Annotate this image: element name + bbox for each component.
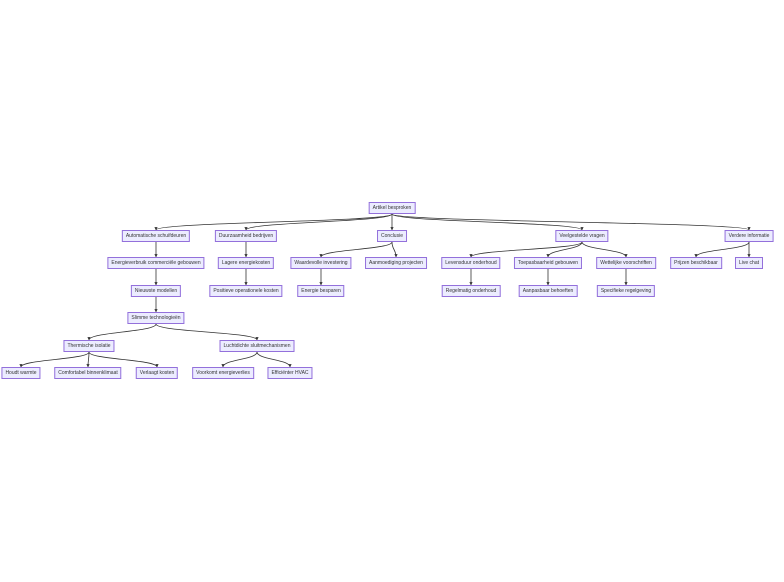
edge-root-to-d xyxy=(391,213,584,231)
node-conclusie: Conclusie xyxy=(377,230,407,242)
node-verlaagt-kosten: Verlaagt kosten xyxy=(135,367,179,379)
edge-d-to-d2 xyxy=(546,241,583,258)
node-nieuwste-modellen: Nieuwste modellen xyxy=(130,285,182,297)
node-lagere-energiekosten: Lagere energiekosten xyxy=(217,257,275,269)
node-specifieke-regelgeving: Specifieke regelgeving xyxy=(596,285,656,297)
node-automatische-schuifdeuren: Automatische schuifdeuren xyxy=(121,230,191,242)
edge-c-to-c1 xyxy=(319,241,393,258)
edge-root-to-e xyxy=(391,213,751,231)
edge-root-to-b xyxy=(244,213,393,231)
node-aanmoediging-projecten: Aanmoediging projecten xyxy=(365,257,427,269)
node-waardevolle-investering: Waardevolle investering xyxy=(290,257,352,269)
edge-t1-to-t1b xyxy=(86,351,90,368)
node-energie-besparen: Energie besparen xyxy=(297,285,345,297)
edge-t1-to-t1c xyxy=(88,351,159,368)
node-thermische-isolatie: Thermische isolatie xyxy=(63,340,115,352)
node-levensduur-onderhoud: Levensduur onderhoud xyxy=(441,257,501,269)
node-voorkomt-energieverlies: Voorkomt energieverlies xyxy=(192,367,254,379)
node-houdt-warmte: Houdt warmte xyxy=(1,367,41,379)
edge-t2-to-t2a xyxy=(221,351,258,368)
node-positieve-operationele-kosten: Positieve operationele kosten xyxy=(209,285,283,297)
node-toepasbaarheid-gebouwen: Toepasbaarheid gebouwen xyxy=(513,257,583,269)
node-energieverbruik: Energieverbruik commerciële gebouwen xyxy=(107,257,205,269)
node-live-chat: Live chat xyxy=(734,257,764,269)
node-aanpasbaar-behoeften: Aanpasbaar behoeften xyxy=(518,285,578,297)
edge-t1-to-t1a xyxy=(19,351,90,368)
node-veelgestelde-vragen: Veelgestelde vragen xyxy=(555,230,609,242)
node-slimme-technologieen: Slimme technologieën xyxy=(127,312,185,324)
edge-e-to-e1 xyxy=(694,241,750,258)
node-root: Artikel besproken xyxy=(368,202,416,214)
node-luchtdichte-sluitmechanismen: Luchtdichte sluitmechanismen xyxy=(219,340,295,352)
edge-root-to-a xyxy=(154,213,393,231)
node-efficienter-hvac: Efficiënter HVAC xyxy=(267,367,313,379)
edge-d-to-d1 xyxy=(469,241,583,258)
node-comfortabel-binnenklimaat: Comfortabel binnenklimaat xyxy=(54,367,122,379)
node-verdere-informatie: Verdere informatie xyxy=(724,230,774,242)
node-regelmatig-onderhoud: Regelmatig onderhoud xyxy=(441,285,501,297)
node-duurzaamheid-bedrijven: Duurzaamheid bedrijven xyxy=(214,230,278,242)
edge-d-to-d3 xyxy=(581,241,628,258)
edge-c-to-c2 xyxy=(391,241,398,258)
node-wettelijke-voorschriften: Wettelijke voorschriften xyxy=(596,257,656,269)
edge-a3-to-t2 xyxy=(155,323,259,341)
edge-a3-to-t1 xyxy=(87,323,157,341)
node-prijzen-beschikbaar: Prijzen beschikbaar xyxy=(670,257,722,269)
edge-t2-to-t2b xyxy=(256,351,292,368)
